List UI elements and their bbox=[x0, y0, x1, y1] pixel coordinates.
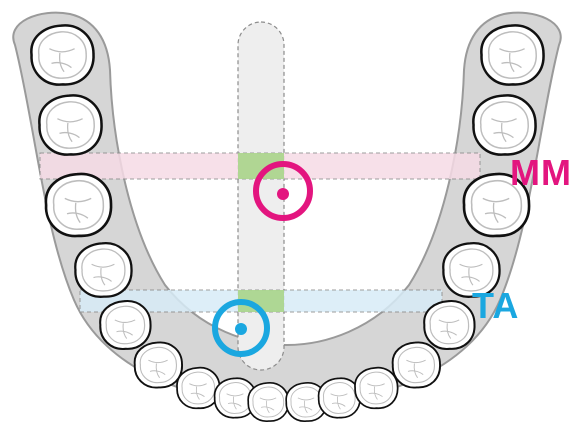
mm-marker-dot bbox=[277, 188, 289, 200]
tooth bbox=[135, 342, 182, 387]
tooth bbox=[39, 95, 101, 154]
mm-label: MM bbox=[510, 152, 572, 194]
tooth bbox=[31, 25, 93, 84]
tooth bbox=[46, 174, 111, 236]
ta-label: TA bbox=[472, 285, 519, 327]
tooth bbox=[100, 301, 150, 349]
tooth bbox=[177, 368, 220, 409]
tooth bbox=[393, 342, 440, 387]
tooth bbox=[75, 243, 131, 297]
tooth bbox=[424, 301, 474, 349]
tooth bbox=[355, 368, 398, 409]
tooth bbox=[319, 378, 360, 417]
tooth bbox=[248, 383, 288, 421]
ta-marker-dot bbox=[235, 323, 247, 335]
tooth bbox=[481, 25, 543, 84]
vertical-ruler bbox=[238, 22, 284, 370]
tooth bbox=[473, 95, 535, 154]
